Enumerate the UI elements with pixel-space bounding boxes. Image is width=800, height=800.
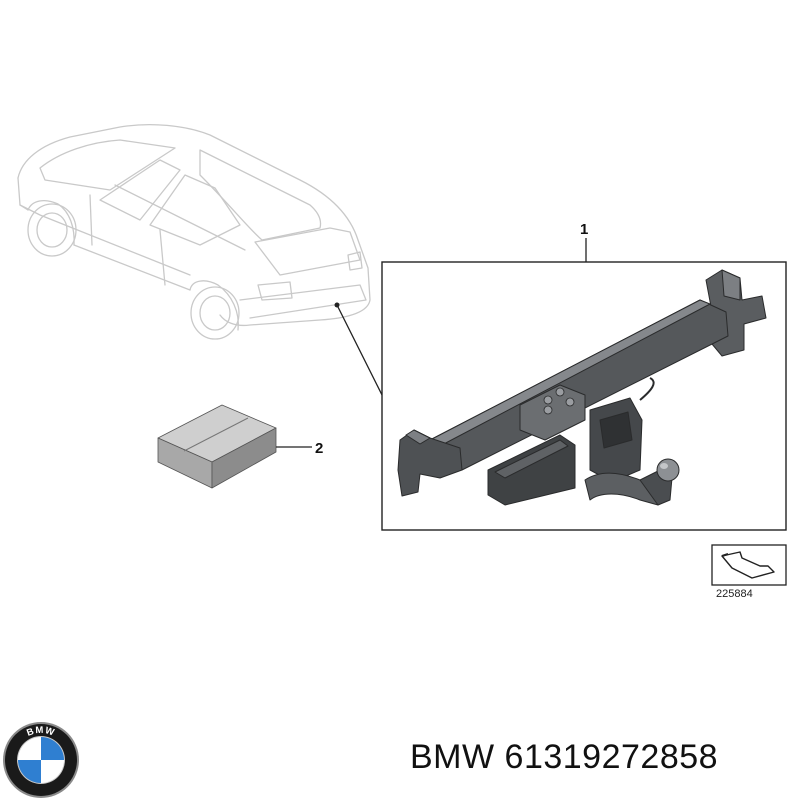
bmw-logo: BMW xyxy=(3,722,79,798)
tow-ball xyxy=(656,458,680,482)
callout-2-label: 2 xyxy=(315,440,323,457)
part-number: 61319272858 xyxy=(504,738,719,776)
brand-name: BMW xyxy=(410,738,495,776)
part-caption: BMW 61319272858 xyxy=(410,738,718,777)
reference-number: 225884 xyxy=(716,588,753,600)
tow-hitch-assembly xyxy=(397,269,767,506)
installation-kit-box xyxy=(157,404,277,489)
callout-1-label: 1 xyxy=(580,221,588,238)
hitch-detail-frame xyxy=(381,261,787,531)
bmw-logo-text: BMW xyxy=(25,725,56,739)
hitch-pointer-line xyxy=(336,304,383,396)
reference-symbol xyxy=(711,544,787,586)
hitch-bolts xyxy=(543,387,575,415)
car-outline-illustration xyxy=(17,123,371,340)
